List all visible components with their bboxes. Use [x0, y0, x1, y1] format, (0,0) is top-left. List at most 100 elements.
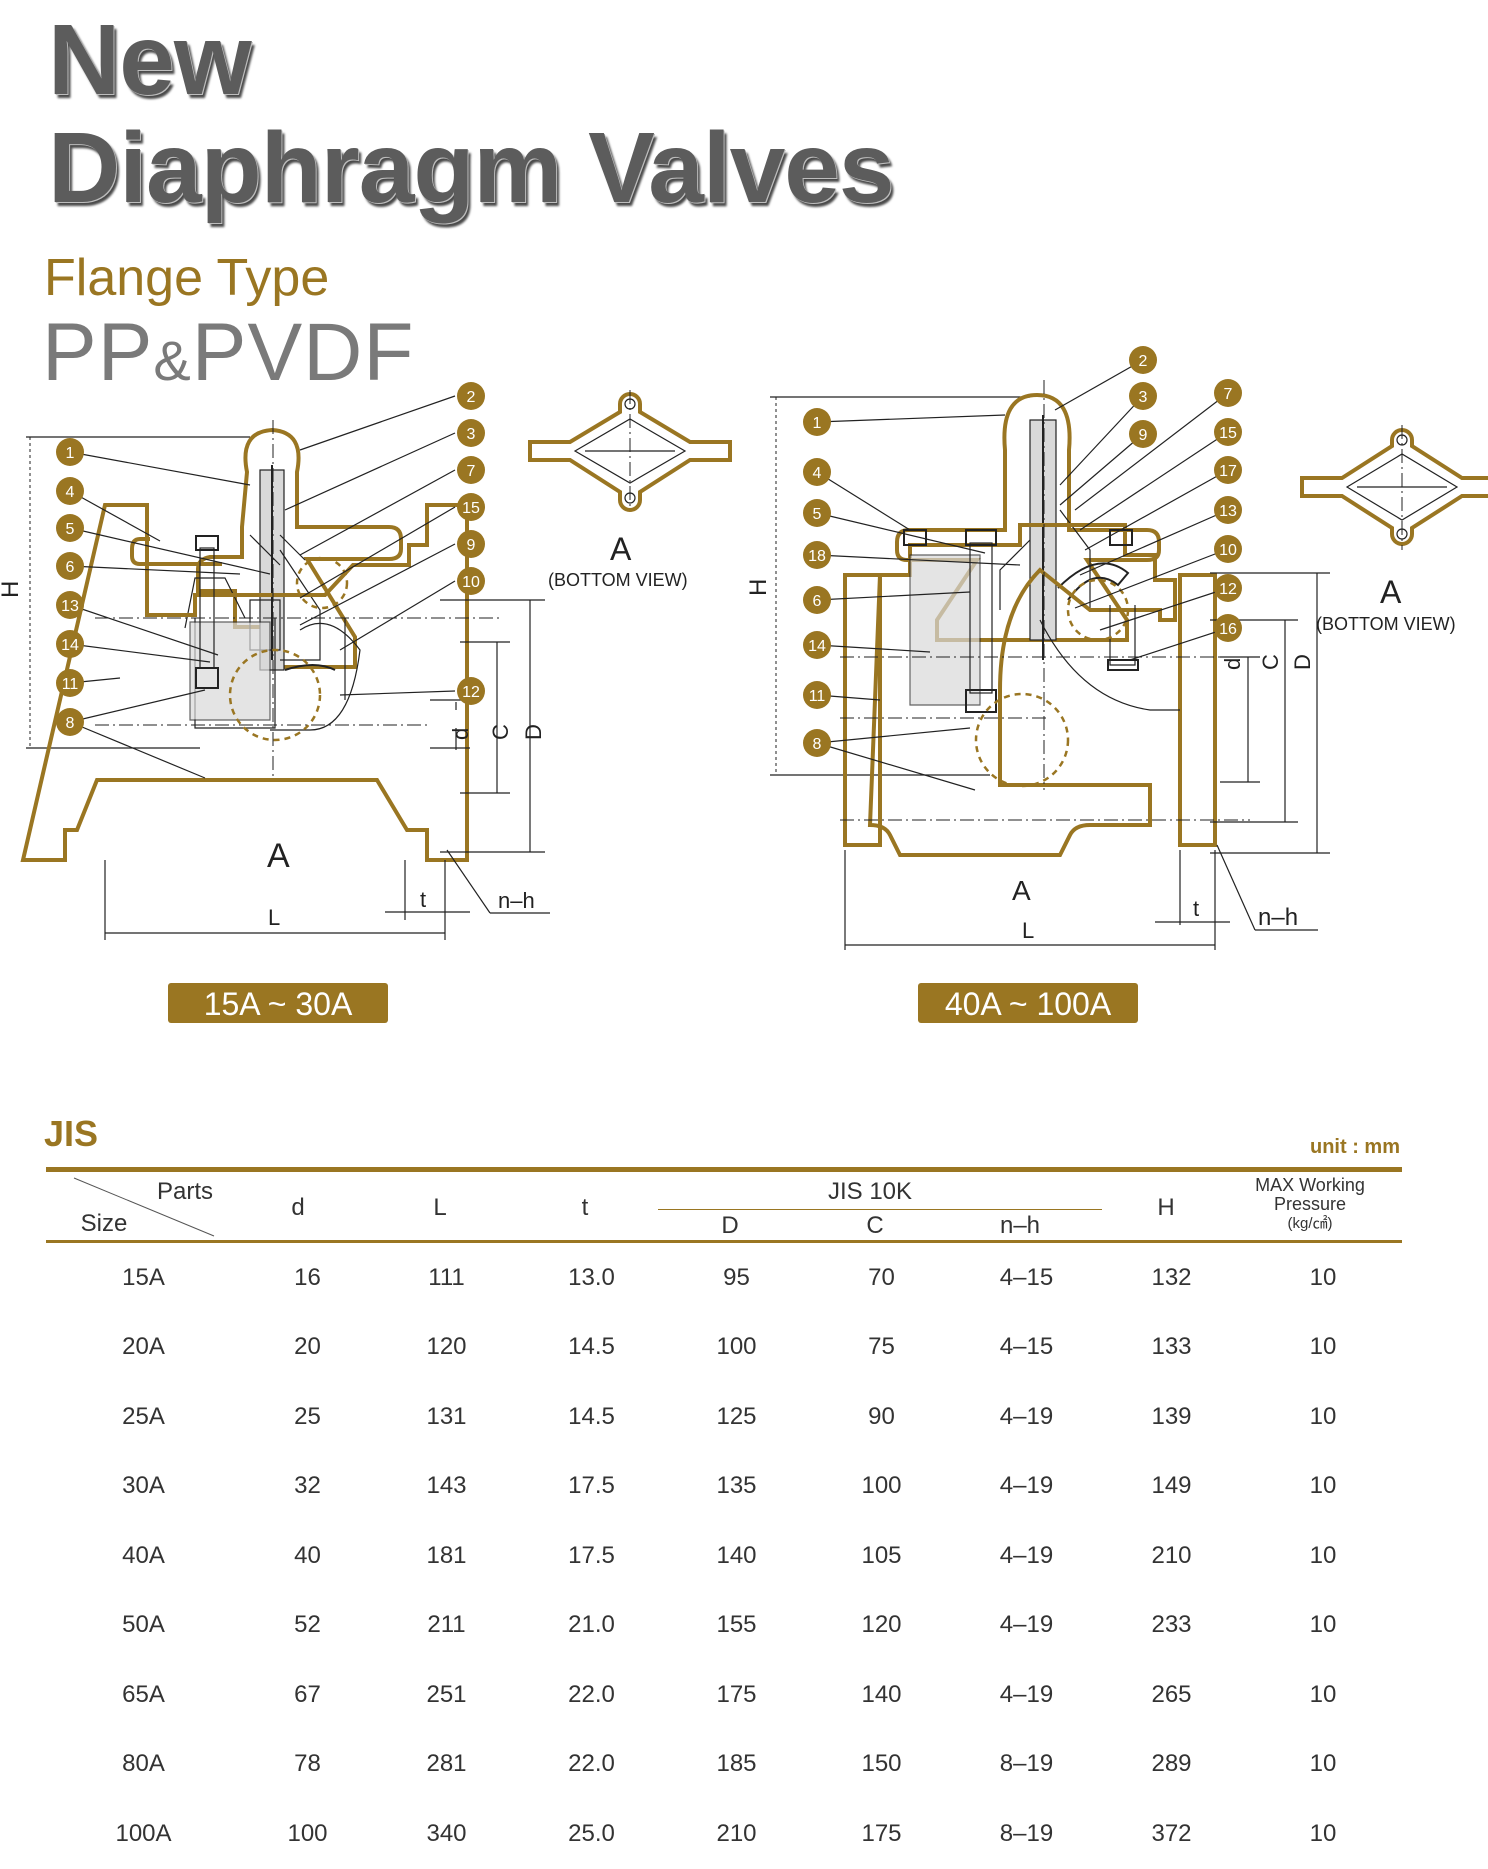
large-dim-c: C [1258, 654, 1283, 670]
table-cell: 233 [1151, 1611, 1192, 1639]
table-cell: 8–19 [999, 1819, 1054, 1847]
small-section-label: A [267, 837, 290, 875]
table-cell: 14.5 [568, 1402, 615, 1430]
table-cell: 289 [1151, 1750, 1192, 1778]
callout-l-16: 16 [1219, 621, 1237, 638]
standard-heading: JIS [44, 1113, 99, 1154]
callout-s-14: 14 [61, 637, 79, 654]
table-cell: 25 [294, 1402, 321, 1430]
callout-l-8: 8 [813, 736, 822, 753]
callout-l-17: 17 [1219, 463, 1237, 480]
table-cell: 22.0 [568, 1750, 615, 1778]
table-cell: 210 [716, 1819, 757, 1847]
table-cell: 95 [723, 1263, 750, 1291]
table-cell: 210 [1151, 1541, 1192, 1569]
table-cell: 17.5 [568, 1472, 615, 1500]
header-pressure-unit: (kg/㎠) [1287, 1215, 1333, 1232]
material-pvdf: PVDF [191, 307, 415, 398]
callout-s-6: 6 [66, 559, 75, 576]
table-cell: 10 [1309, 1541, 1337, 1569]
table-cell: 65A [122, 1680, 165, 1708]
table-cell: 111 [428, 1263, 465, 1291]
table-cell: 4–19 [999, 1472, 1054, 1500]
table-cell: 21.0 [568, 1611, 615, 1639]
large-dim-l: L [1022, 918, 1034, 943]
table-cell: 100A [115, 1819, 172, 1847]
small-dim-t: t [420, 887, 426, 912]
callout-l-2: 2 [1139, 353, 1148, 370]
large-dim-bigd: D [1290, 654, 1315, 670]
large-view-label: A [1380, 574, 1402, 610]
unit-label: unit : mm [1310, 1136, 1400, 1158]
table-cell: 10 [1309, 1333, 1337, 1361]
table-cell: 15A [122, 1263, 165, 1291]
table-cell: 140 [716, 1541, 757, 1569]
callout-l-9: 9 [1139, 427, 1148, 444]
table-cell: 251 [426, 1680, 467, 1708]
table-cell: 4–15 [999, 1333, 1054, 1361]
callout-l-1: 1 [813, 415, 822, 432]
table-cell: 8–19 [999, 1750, 1054, 1778]
table-cell: 265 [1151, 1680, 1192, 1708]
header-d: d [291, 1194, 305, 1221]
table-cell: 25.0 [568, 1819, 615, 1847]
callout-l-11: 11 [809, 688, 826, 705]
table-cell: 100 [716, 1333, 757, 1361]
large-dim-t: t [1193, 896, 1199, 921]
table-cell: 133 [1151, 1333, 1192, 1361]
table-cell: 149 [1151, 1472, 1192, 1500]
header-c: C [866, 1212, 884, 1239]
table-cell: 120 [861, 1611, 902, 1639]
header-nh: n–h [999, 1212, 1041, 1239]
table-cell: 52 [294, 1611, 321, 1639]
table-cell: 22.0 [568, 1680, 615, 1708]
table-cell: 372 [1151, 1819, 1192, 1847]
header-bigd: D [721, 1212, 739, 1239]
small-dim-h: H [0, 581, 24, 598]
small-dim-bigd: D [521, 724, 546, 740]
table-cell: 120 [426, 1333, 467, 1361]
table-cell: 100 [287, 1819, 328, 1847]
table-cell: 50A [122, 1611, 165, 1639]
table-cell: 14.5 [568, 1333, 615, 1361]
large-section-label: A [1012, 875, 1031, 906]
table-cell: 10 [1309, 1680, 1337, 1708]
small-view-caption: (BOTTOM VIEW) [548, 570, 688, 590]
table-cell: 30A [122, 1472, 165, 1500]
table-cell: 181 [426, 1541, 467, 1569]
large-dim-d: d [1220, 658, 1245, 670]
table-cell: 13.0 [568, 1263, 615, 1291]
subtitle-type: Flange Type [44, 249, 330, 307]
header-parts: Parts [156, 1178, 213, 1205]
large-valve-drawing: H A d C [745, 346, 1488, 950]
table-cell: 4–15 [999, 1263, 1054, 1291]
callout-l-13: 13 [1219, 503, 1237, 520]
size-range-badge-large: 40A ~ 100A [918, 983, 1138, 1023]
large-view-caption: (BOTTOM VIEW) [1316, 614, 1456, 634]
header-pressure: MAX Working Pressure (kg/㎠) [1240, 1176, 1380, 1233]
table-cell: 175 [861, 1819, 902, 1847]
table-cell: 281 [426, 1750, 467, 1778]
small-dim-l: L [268, 905, 280, 930]
callout-l-18: 18 [808, 548, 826, 565]
table-cell: 10 [1309, 1750, 1337, 1778]
small-dim-d: d [448, 728, 473, 740]
callout-s-10: 10 [462, 574, 480, 591]
callout-l-14: 14 [808, 638, 826, 655]
header-pressure-line2: Pressure [1273, 1194, 1347, 1214]
table-cell: 40 [294, 1541, 321, 1569]
table-cell: 17.5 [568, 1541, 615, 1569]
callout-s-7: 7 [467, 463, 476, 480]
callout-l-7: 7 [1224, 386, 1233, 403]
callout-l-10: 10 [1219, 542, 1237, 559]
header-group-line [658, 1209, 1102, 1210]
valve-drawings: .ol { fill:none; stroke:#9a7622; stroke-… [0, 346, 1488, 950]
table-cell: 32 [294, 1472, 321, 1500]
table-header-rule [46, 1240, 1402, 1243]
header-h: H [1157, 1194, 1175, 1221]
table-cell: 40A [122, 1541, 165, 1569]
callout-l-15: 15 [1219, 425, 1237, 442]
